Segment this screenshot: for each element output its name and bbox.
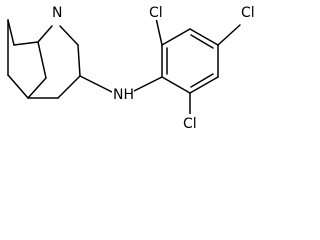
double-bond-inner (190, 73, 214, 88)
bond-cl-top-left (155, 17, 163, 46)
label-backdrop (51, 3, 65, 20)
label-backdrop (149, 3, 167, 20)
bond (37, 25, 53, 43)
label-backdrop (241, 3, 259, 20)
bond (7, 74, 29, 99)
bond (189, 28, 219, 46)
trichlorophenyl-ring (161, 28, 219, 94)
bond (161, 76, 191, 94)
quinuclidine-cage (7, 19, 81, 99)
bond (37, 41, 47, 79)
bond (27, 77, 47, 99)
label-backdrop (112, 85, 134, 102)
bond (59, 25, 79, 46)
bond (77, 44, 81, 77)
bond (189, 76, 219, 94)
atom-label-cl-bottom: Cl (183, 116, 197, 132)
bond (161, 28, 191, 46)
atom-label-cl-top-left: Cl (149, 5, 163, 21)
atom-label-n-bridgehead: N (52, 5, 62, 21)
bond-nh-aryl (131, 76, 163, 93)
bond-cl-top-right (217, 24, 241, 46)
atom-label-cl-top-right: Cl (241, 5, 255, 21)
bond (57, 75, 81, 99)
bond (13, 41, 39, 46)
molecule-structure: N NH Cl Cl Cl (7, 3, 259, 132)
double-bond-inner (190, 34, 214, 49)
atom-label-nh: NH (113, 87, 134, 103)
bond (7, 19, 15, 46)
label-backdrop (183, 114, 201, 131)
bond-c-nh (79, 75, 113, 93)
